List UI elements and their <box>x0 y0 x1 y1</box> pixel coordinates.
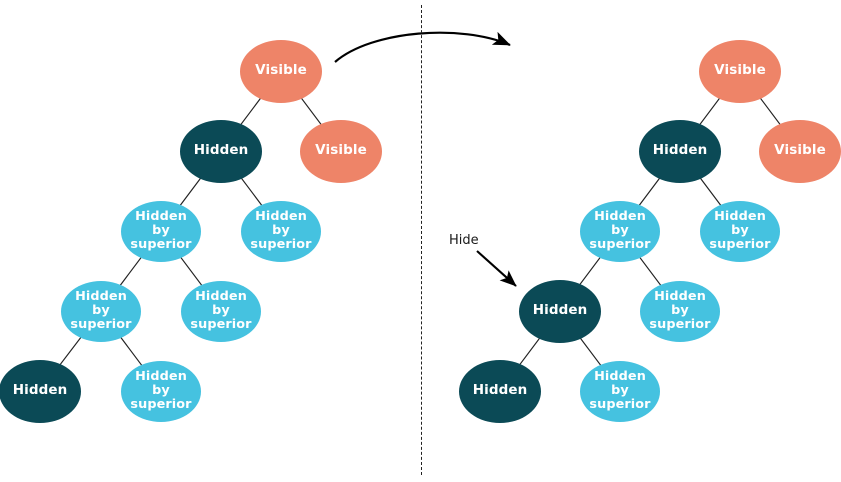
tree-node-label: Hidden by superior <box>70 288 132 333</box>
hide-annotation-label: Hide <box>449 233 479 248</box>
tree-node-hidden-by-superior[interactable]: Hidden by superior <box>640 280 720 342</box>
tree-node-visible[interactable]: Visible <box>759 119 841 183</box>
tree-node-hidden-by-superior[interactable]: Hidden by superior <box>580 360 660 422</box>
tree-node-visible[interactable]: Visible <box>240 39 322 103</box>
tree-node-hidden[interactable]: Hidden <box>639 119 721 183</box>
tree-node-label: Hidden <box>532 302 588 319</box>
tree-node-label: Hidden by superior <box>130 368 192 413</box>
tree-node-hidden[interactable]: Hidden <box>459 359 541 423</box>
tree-node-hidden[interactable]: Hidden <box>0 359 81 423</box>
tree-node-label: Hidden by superior <box>649 288 711 333</box>
tree-node-hidden-by-superior[interactable]: Hidden by superior <box>121 200 201 262</box>
tree-node-label: Visible <box>774 142 826 159</box>
tree-node-hidden[interactable]: Hidden <box>180 119 262 183</box>
tree-node-label: Hidden <box>193 142 249 159</box>
tree-node-hidden-by-superior[interactable]: Hidden by superior <box>181 280 261 342</box>
tree-node-hidden-by-superior[interactable]: Hidden by superior <box>580 200 660 262</box>
tree-node-label: Hidden <box>12 382 68 399</box>
hide-arrow-icon <box>476 250 517 287</box>
tree-node-hidden-by-superior[interactable]: Hidden by superior <box>700 200 780 262</box>
tree-node-label: Hidden <box>652 142 708 159</box>
tree-node-label: Visible <box>714 62 766 79</box>
vertical-dashed-divider <box>421 5 422 475</box>
tree-node-label: Hidden by superior <box>589 208 651 253</box>
tree-node-visible[interactable]: Visible <box>300 119 382 183</box>
tree-node-label: Hidden by superior <box>250 208 312 253</box>
transition-arrow-icon <box>334 31 511 63</box>
tree-node-label: Hidden by superior <box>130 208 192 253</box>
tree-node-label: Hidden by superior <box>589 368 651 413</box>
tree-node-label: Visible <box>255 62 307 79</box>
tree-node-hidden[interactable]: Hidden <box>519 279 601 343</box>
tree-node-hidden-by-superior[interactable]: Hidden by superior <box>121 360 201 422</box>
tree-node-visible[interactable]: Visible <box>699 39 781 103</box>
tree-node-label: Hidden <box>472 382 528 399</box>
tree-node-hidden-by-superior[interactable]: Hidden by superior <box>241 200 321 262</box>
tree-node-hidden-by-superior[interactable]: Hidden by superior <box>61 280 141 342</box>
tree-node-label: Visible <box>315 142 367 159</box>
tree-node-label: Hidden by superior <box>190 288 252 333</box>
tree-node-label: Hidden by superior <box>709 208 771 253</box>
